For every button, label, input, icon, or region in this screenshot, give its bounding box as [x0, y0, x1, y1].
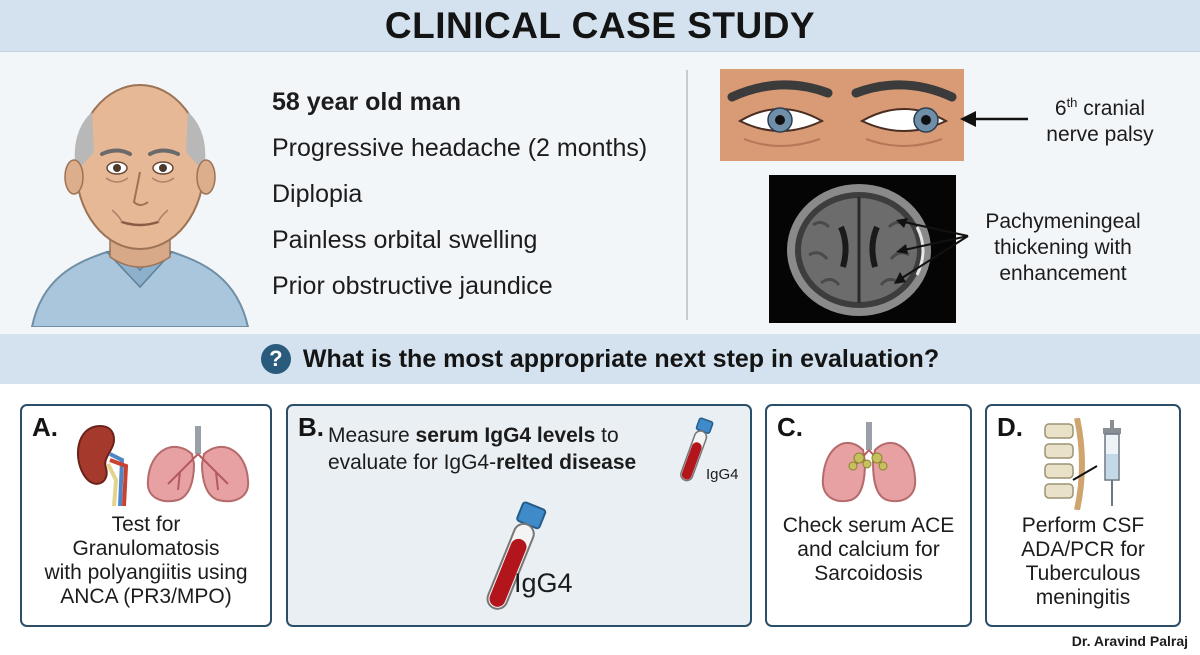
history-item: Painless orbital swelling [272, 226, 538, 254]
eyes-illustration [720, 69, 964, 161]
note-superscript: th [1066, 95, 1078, 110]
note-text: thickening with [994, 236, 1132, 259]
mri-brain-image [769, 175, 956, 323]
option-text-bold: serum IgG4 levels [415, 424, 596, 447]
history-item: Progressive headache (2 months) [272, 134, 648, 162]
question-icon: ? [260, 344, 291, 374]
option-d-card[interactable]: D. Perform CSF ADA/PCR for Tuberculous m… [985, 404, 1181, 627]
option-text-part: Measure [328, 424, 416, 447]
option-text: Perform CSF ADA/PCR for Tuberculous meni… [991, 514, 1175, 610]
option-text-bold: relted disease [496, 451, 637, 474]
author-credit: Dr. Aravind Palraj [1071, 633, 1188, 649]
question-bar: ? What is the most appropriate next step… [0, 334, 1200, 384]
option-text: Measure serum IgG4 levels to evaluate fo… [328, 422, 636, 476]
option-line: Test for [111, 513, 181, 536]
patient-portrait [30, 84, 250, 327]
cranial-nerve-note: 6th cranial nerve palsy [1030, 90, 1170, 148]
note-text: nerve palsy [1046, 123, 1154, 146]
option-text: Test for Granulomatosis with polyangiiti… [26, 513, 266, 609]
option-text-part: to [595, 424, 619, 447]
option-line: Granulomatosis [72, 537, 220, 560]
note-text: Pachymeningeal [985, 210, 1141, 233]
option-letter: D. [997, 412, 1023, 442]
option-line: Perform CSF [1021, 514, 1145, 537]
tube-label: IgG4 [706, 466, 739, 483]
history-headline: 58 year old man [272, 88, 461, 116]
page-title: CLINICAL CASE STUDY [384, 4, 816, 46]
question-text: What is the most appropriate next step i… [302, 344, 940, 373]
option-line: Tuberculous [1025, 562, 1141, 585]
option-line: ADA/PCR for [1021, 538, 1145, 561]
note-text: 6 [1054, 97, 1067, 120]
case-panel: 58 year old man Progressive headache (2 … [0, 52, 1200, 334]
arrow-icon [894, 218, 969, 284]
note-text: enhancement [999, 262, 1127, 285]
kidney-icon [76, 424, 129, 506]
title-bar: CLINICAL CASE STUDY [0, 0, 1200, 52]
history-item: Prior obstructive jaundice [272, 272, 553, 300]
option-text-part: evaluate for IgG4- [328, 451, 497, 474]
note-text: cranial [1077, 97, 1146, 120]
option-line: Sarcoidosis [814, 562, 923, 585]
option-c-card[interactable]: C. Check serum ACE and calcium for Sarco… [765, 404, 972, 627]
section-divider [686, 70, 688, 320]
spine-icon [1044, 418, 1098, 510]
option-letter: A. [32, 412, 58, 442]
option-letter: B. [298, 412, 324, 442]
option-line: meningitis [1035, 586, 1131, 609]
option-line: ANCA (PR3/MPO) [60, 585, 232, 608]
lungs-icon [146, 426, 250, 503]
syringe-icon [1103, 420, 1121, 506]
tube-label: IgG4 [514, 568, 573, 598]
sarcoid-lungs-icon [821, 422, 917, 503]
mri-note: Pachymeningeal thickening with enhanceme… [968, 209, 1158, 287]
blood-tube-icon [486, 501, 547, 610]
option-a-card[interactable]: A. Test for Granulomatosis with polyangi… [20, 404, 272, 627]
option-text: Check serum ACE and calcium for Sarcoido… [771, 514, 966, 586]
option-line: with polyangiitis using [44, 561, 248, 584]
blood-tube-icon [680, 417, 714, 482]
option-line: Check serum ACE [782, 514, 955, 537]
patient-history: 58 year old man Progressive headache (2 … [272, 79, 682, 309]
option-letter: C. [777, 412, 803, 442]
arrow-icon [960, 111, 1028, 127]
history-item: Diplopia [272, 180, 363, 208]
option-b-card[interactable]: B. Measure serum IgG4 levels to evaluate… [286, 404, 752, 627]
option-line: and calcium for [797, 538, 940, 561]
